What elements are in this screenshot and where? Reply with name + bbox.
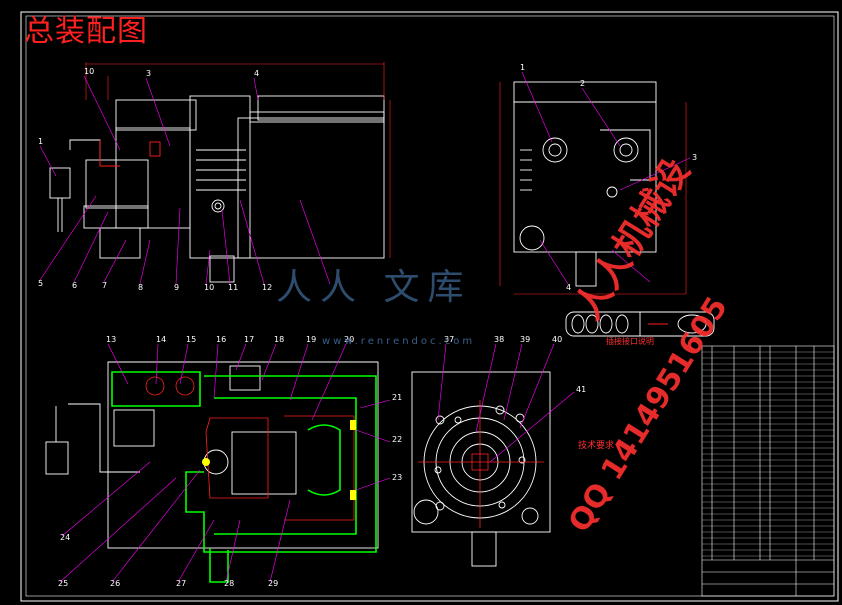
side-view [513, 81, 657, 287]
section-view [45, 361, 379, 549]
callout-number: 20 [344, 335, 354, 344]
callout-number: 39 [520, 335, 530, 344]
callout-number: 25 [58, 579, 68, 588]
section-view-yellow [202, 420, 356, 500]
parts-list-table [701, 345, 835, 597]
callout-number: 16 [216, 335, 226, 344]
callout-number: 38 [494, 335, 504, 344]
callout-number: 4 [566, 283, 571, 292]
interface-label: 插接接口说明 [606, 337, 654, 346]
callout-number: 7 [102, 281, 107, 290]
end-view-red [418, 400, 544, 528]
end-view-leaders [437, 343, 575, 463]
callout-number: 8 [138, 283, 143, 292]
callout-number: 1 [520, 63, 525, 72]
callout-number: 9 [174, 283, 179, 292]
callout-number: 13 [106, 335, 116, 344]
callout-number: 6 [72, 281, 77, 290]
outer-frame [20, 11, 839, 602]
callout-number: 5 [38, 279, 43, 288]
callout-number: 18 [274, 335, 284, 344]
section-view-green [111, 371, 377, 583]
callout-number: 3 [692, 153, 697, 162]
callout-number: 22 [392, 435, 402, 444]
callout-number: 28 [224, 579, 234, 588]
callout-number: 4 [254, 69, 259, 78]
callout-number: 10 [204, 283, 214, 292]
front-view [49, 95, 385, 283]
callout-number: 3 [146, 69, 151, 78]
drawing-title: 总装配图 [24, 14, 148, 49]
callout-number: 40 [552, 335, 562, 344]
section-view-leaders [59, 343, 391, 583]
callout-number: 1 [38, 137, 43, 146]
callout-number: 10 [84, 67, 94, 76]
front-view-leaders [39, 75, 331, 285]
callout-number: 2 [580, 79, 585, 88]
front-view-red [99, 140, 161, 167]
tech-requirements-label: 技术要求 [578, 441, 615, 451]
callout-number: 19 [306, 335, 316, 344]
parts-list-rows [702, 351, 834, 557]
watermark-logo: 人人 文库 [276, 267, 472, 308]
callout-number: 27 [176, 579, 186, 588]
callout-number: 17 [244, 335, 254, 344]
callout-number: 26 [110, 579, 120, 588]
callout-number: 15 [186, 335, 196, 344]
end-view [411, 371, 551, 567]
side-view-leaders [521, 71, 691, 285]
callout-number: 14 [156, 335, 166, 344]
watermark-url: www.renrendoc.com [322, 336, 476, 347]
callout-number: 29 [268, 579, 278, 588]
side-view-dims [499, 82, 687, 295]
callout-number: 12 [262, 283, 272, 292]
front-view-dims [85, 62, 391, 258]
callout-number: 24 [60, 533, 70, 542]
inner-frame [25, 15, 835, 597]
callout-number: 37 [444, 335, 454, 344]
callout-number: 21 [392, 393, 402, 402]
callout-number: 11 [228, 283, 238, 292]
callout-number: 41 [576, 385, 586, 394]
callout-number: 23 [392, 473, 402, 482]
section-view-red [145, 376, 355, 521]
interface-pins [565, 311, 715, 337]
